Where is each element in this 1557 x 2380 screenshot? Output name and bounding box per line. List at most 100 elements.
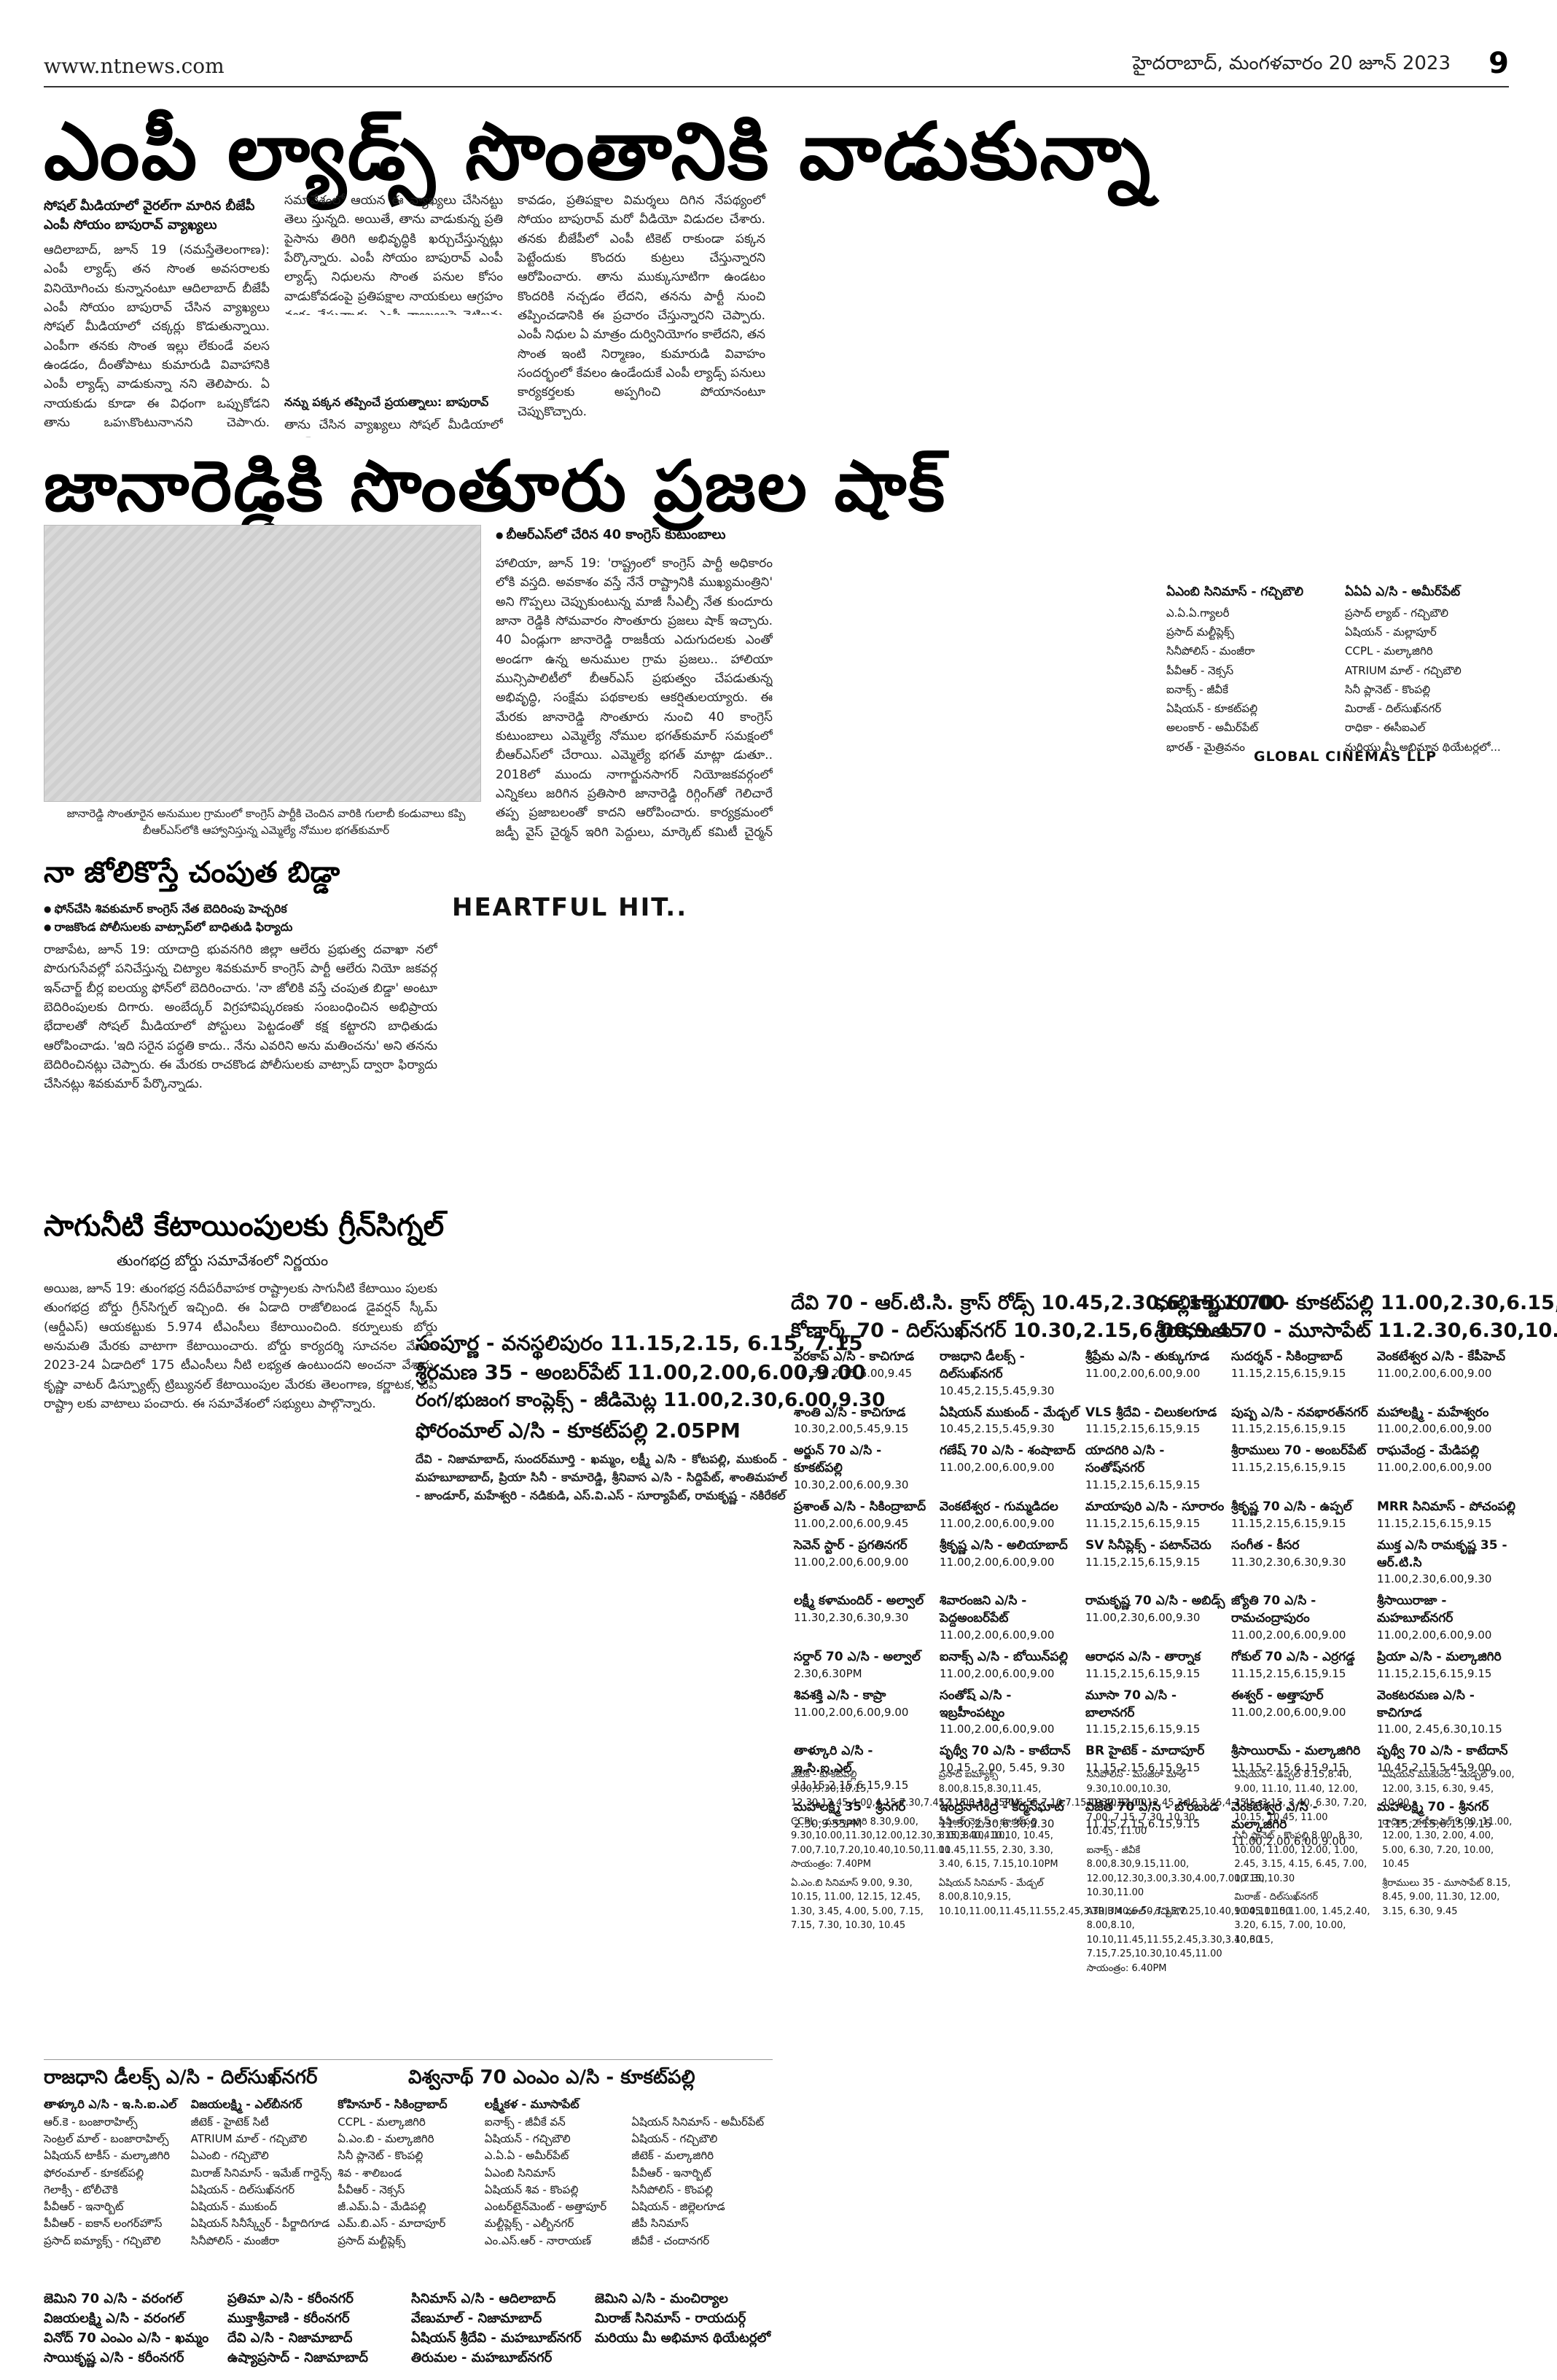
theatre-name: రాజధాని డీలక్స్ - దిల్‌సుఖ్‌నగర్ — [940, 1349, 1025, 1381]
showtime-cell: అర్జున్ 70 ఎ/సి - కూకట్‌పల్లి10.30,2.00,… — [791, 1441, 937, 1497]
showtimes: 11.00,2.00,6.00,9.00 — [940, 1628, 1055, 1642]
showtimes: 11.00,2.00,6.00,9.00 — [1377, 1366, 1492, 1380]
theatre-name: శాంతి ఎ/సి - కాచిగూడ — [794, 1405, 906, 1420]
list-item: భారత్ - మైత్రివనం — [1166, 740, 1245, 754]
district-item: ఏషియన్ శ్రీదేవి - మహబూబ్‌నగర్ — [411, 2330, 582, 2346]
listing-entry: రాధికా - ఈసీఐఎల్ 9.00, 11.00, 12.00, 1.3… — [1382, 1816, 1513, 1870]
list-item: సెంట్రల్ మాల్ - బంజారాహిల్స్ — [44, 2132, 169, 2146]
showtimes: 11.15,2.15,6.15,9.15 — [794, 1778, 909, 1792]
showtimes: 11.00,2.00,6.00,9.45 — [794, 1516, 909, 1530]
theatre-name: ఏషియన్ ముకుంద్ - మేడ్చల్ — [940, 1405, 1080, 1420]
showtime-cell: MRR సినిమాస్ - పోచంపల్లి11.15,2.15,6.15,… — [1374, 1497, 1520, 1536]
theatre-name: రాఘవేంద్ర - మేడిపల్లి — [1377, 1443, 1480, 1459]
theatre-name: BR హైటెక్ - మాదాపూర్ — [1085, 1744, 1205, 1759]
showtime-cell: ప్రియా ఎ/సి - మల్కాజిగిరి11.15,2.15,6.15… — [1374, 1647, 1520, 1686]
bottom-col: కోహినూర్ - సికింద్రాబాద్ CCPL - మల్కాజిగ… — [337, 2096, 479, 2250]
theatre-name: శ్రీరాములు 70 - అంబర్‌పేట్ — [1231, 1443, 1367, 1459]
listing-entry: ఏ.ఎం.బి సినిమాస్ 9.00, 9.30, 10.15, 11.0… — [791, 1877, 924, 1932]
district-item: సినిమాస్ ఎ/సి - ఆదిలాబాద్ — [411, 2291, 556, 2306]
showtimes: 11.00, 2.45,6.30,10.15 — [1377, 1722, 1502, 1736]
story2-bullet: బీఆర్‌ఎస్‌లో చేరిన 40 కాంగ్రెస్ కుటుంబాల… — [496, 525, 773, 545]
showtime-cell: మూసా 70 ఎ/సి - బాలానగర్ 11.15,2.15,6.15,9… — [1082, 1686, 1228, 1742]
showtime-cell: సుదర్శన్ - సికింద్రాబాద్11.15,2.15,6.15,… — [1228, 1347, 1374, 1403]
list-item: పీవీఆర్ - నెక్సస్ — [337, 2182, 405, 2196]
list-item: ఏషియన్ - కూకట్‌పల్లి — [1166, 702, 1258, 715]
story2-body: హాలియా, జూన్ 19: 'రాష్ట్రంలో కాంగ్రెస్ ప… — [496, 556, 773, 840]
masthead: www.ntnews.com హైదరాబాద్, మంగళవారం 20 జూ… — [44, 47, 1509, 87]
district-item: వేణుమాల్ - నిజామాబాద్ — [411, 2311, 542, 2326]
site-url[interactable]: www.ntnews.com — [44, 54, 225, 78]
showtime-cell: వెంకటేశ్వర ఎ/సి - మల్కాజిగిరి11.00,2.00,… — [1228, 1798, 1374, 1854]
list-item: ఎమ్.బి.ఎస్ - మాదాపూర్ — [337, 2217, 446, 2231]
theatre-name: సంగీత - కీసర — [1231, 1537, 1300, 1553]
theatre-name: ఐనాక్స్ ఎ/సి - బోయిన్‌పల్లి — [940, 1649, 1068, 1664]
multiplex-col1-head: ఏఎంబి సినిమాస్ - గచ్చిబౌలి — [1166, 585, 1304, 599]
story4-body: అయిజ, జూన్ 19: తుంగభద్ర నదీపరీవాహక రాష్ట… — [44, 1281, 437, 1412]
list-item: ఫోరంమాల్ - కూకట్‌పల్లి — [44, 2166, 144, 2180]
list-item: మరియు మీ అభిమాన థియేటర్లలో... — [1345, 740, 1501, 754]
showtimes: 11.15,2.15,6.15,9.15 — [1231, 1366, 1346, 1380]
theatre-name: ప్రశాంత్ ఎ/సి - సికింద్రాబాద్ — [794, 1499, 926, 1514]
theatre-name: శ్రీకృష్ణ 70 ఎ/సి - ఉప్పల్ — [1231, 1499, 1352, 1514]
listing-entry: మిరాజ్ - దిల్‌సుఖ్‌నగర్ 9.00,10.15,11.00… — [1234, 1892, 1370, 1946]
list-item: ఐనాక్స్ - జీవీకే — [1166, 682, 1228, 696]
listing-small: దేవి - నిజామాబాద్, సుందర్‌మూర్తి - ఖమ్మం… — [415, 1452, 787, 1502]
listing-entry: ఐనాక్స్ - జీవీకే 8.00,8.30,9.15,11.00, 1… — [1086, 1844, 1268, 1899]
theatre-name: పృథ్వీ 70 ఎ/సి - కాటేదాన్ — [1377, 1744, 1508, 1759]
showtimes: 11.00,2.00,6.00,9.00 — [1231, 1834, 1346, 1848]
showtimes: 11.15,2.15,6.15,9.15 — [1085, 1666, 1201, 1680]
theatre-name: శ్రీప్రేమ ఎ/సి - తుక్కుగూడ — [1085, 1349, 1210, 1364]
list-item: ఎం.ఎస్.ఆర్ - నారాయణ్ — [484, 2233, 591, 2247]
theatre-name: పుష్ప ఎ/సి - నవభారత్‌నగర్ — [1231, 1405, 1368, 1420]
district-item: విజయలక్ష్మి ఎ/సి - వరంగల్ — [44, 2311, 184, 2326]
theatre-name: శివారంజని ఎ/సి - పెద్దఅంబర్‌పేట్ — [940, 1593, 1027, 1626]
district-item: మరియు మీ అభిమాన థియేటర్లలో — [595, 2330, 771, 2346]
theatre-name: యాదగిరి ఎ/సి - సంతోష్‌నగర్ — [1085, 1443, 1165, 1476]
showtime-cell: యాదగిరి ఎ/సి - సంతోష్‌నగర్ 11.15,2.15,6.1… — [1082, 1441, 1228, 1497]
theatre-name: ఈశ్వర్ - అత్తాపూర్ — [1231, 1688, 1324, 1703]
showtime-cell: శ్రీరాములు 70 - అంబర్‌పేట్11.15,2.15,6.1… — [1228, 1441, 1374, 1497]
theatre-name: సర్దార్ 70 ఎ/సి - అల్వాల్ — [794, 1649, 921, 1664]
theatre-name: శ్రీకృష్ణ ఎ/సి - అలియాబాద్ — [940, 1537, 1068, 1553]
multiplex-col1: ఏఎంబి సినిమాస్ - గచ్చిబౌలి ఎ.ఏ.ఏ.గ్యాలరీ… — [1166, 582, 1338, 757]
showtimes: 11.15,2.15,6.15,9.15 — [1085, 1722, 1201, 1736]
story3-bullets: ఫోన్‌చేసి శివకుమార్ కాంగ్రెస్ నేత బెదిరి… — [44, 900, 437, 937]
list-item: ఏషియన్ - దిల్‌సుఖ్‌నగర్ — [190, 2182, 295, 2196]
theatre-name: VLS శ్రీదేవి - చిలుకలగూడ — [1085, 1405, 1217, 1420]
showtime-cell: పృథ్వీ 70 ఎ/సి - కాటేదాన్10.15, 2.00, 5.… — [937, 1741, 1082, 1798]
showtimes: 11.00,2.00,6.00,9.00 — [1231, 1628, 1346, 1642]
listing-head: శ్రీరాములు 70 - మూసాపేట్ 11.2.30,6.30,10… — [1155, 1319, 1557, 1342]
list-item: CCPL - మల్కాజిగిరి — [337, 2115, 426, 2129]
list-item: ఐనాక్స్ - జీవీకే వన్ — [484, 2115, 566, 2129]
theatre-name: పృథ్వీ 70 ఎ/సి - కాటేదాన్ — [940, 1744, 1071, 1759]
showtimes: 11.30,2.30,6.30,9.30 — [940, 1817, 1055, 1830]
district-item: జెమిని ఎ/సి - మంచిర్యాల — [595, 2291, 728, 2306]
theatre-name: ముక్త ఎ/సి రామకృష్ణ 35 - ఆర్.టి.సి — [1377, 1537, 1507, 1570]
district-item: సాయికృష్ణ ఎ/సి - కరీంనగర్ — [44, 2350, 184, 2365]
showtimes: 10.45,2.15,5.45,9.30 — [940, 1422, 1055, 1436]
showtimes: 11.00,2.00,6.00,9.00 — [940, 1555, 1055, 1569]
showtimes: 11.15,2.15,6.15,9.15 — [1377, 1666, 1492, 1680]
showtime-cell: రామకృష్ణ 70 ఎ/సి - అబిడ్స్11.00,2.30,6.0… — [1082, 1591, 1228, 1647]
showtime-cell: లక్ష్మీ కళామందిర్ - అల్వాల్11.30,2.30,6.… — [791, 1591, 937, 1647]
story3-bullet: రాజకొండ పోలీసులకు వాట్సాప్‌లో బాధితుడి ఫ… — [44, 918, 437, 937]
showtimes: 11.15,2.15,6.15,9.15 — [1085, 1478, 1201, 1491]
story1-subhead: నన్ను పక్కన తప్పించే ప్రయత్నాలు: బాపురావ… — [284, 395, 489, 409]
theatre-name: శివశక్తి ఎ/సి - కాప్రా — [794, 1688, 886, 1703]
movie-ad-artwork — [445, 929, 1523, 1272]
showtime-cell: శ్రీసాయిరామ్ - మల్కాజిగిరి11.15,2.15,6.1… — [1228, 1741, 1374, 1798]
theatre-name: మూసా 70 ఎ/సి - బాలానగర్ — [1085, 1688, 1177, 1720]
story1-col1: ఆదిలాబాద్, జూన్ 19 (నమస్తేతెలంగాణ): ఎంపీ… — [44, 243, 270, 426]
theatre-name: మహాలక్ష్మి 70 - శ్రీనగర్ — [1377, 1799, 1489, 1814]
showtimes: 10.45,2.15,5.45,9.00 — [1377, 1761, 1492, 1775]
showtime-cell: ఈశ్వర్ - అత్తాపూర్11.00,2.00,6.00,9.00 — [1228, 1686, 1374, 1742]
list-item: ఏషియన్ శివ - కొంపల్లి — [484, 2182, 579, 2196]
listing-entry: జీటెక్ - కూకట్‌పల్లి 9.00,9.30,10.15, 12… — [791, 1769, 1019, 1809]
list-item: పీవీఆర్ - నెక్సస్ — [1166, 663, 1234, 677]
listing-entry: ఏషియన్ - ఉప్పల్ 8.15,8.40, 9.00, 11.10, … — [1234, 1769, 1367, 1823]
theatre-name: జ్యోతి 70 ఎ/సి - రామచంద్రాపురం — [1231, 1593, 1316, 1626]
theatre-name: మహాలక్ష్మి - మహేశ్వరం — [1377, 1405, 1489, 1420]
multiplex-col2: ఏఏఏ ఎ/సి - అమీర్‌పేట్ ప్రసాద్ ల్యాబ్ - గ… — [1345, 582, 1516, 757]
